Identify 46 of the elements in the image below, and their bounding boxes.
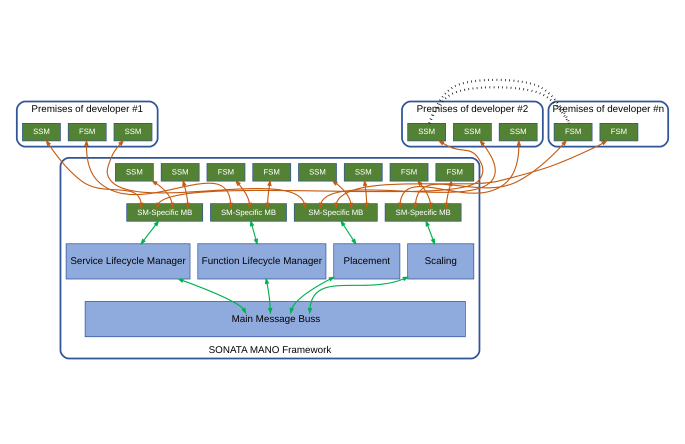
- node-box: Function Lifecycle Manager: [197, 243, 326, 280]
- node-box: Placement: [333, 243, 400, 280]
- node-box: SSM: [344, 163, 383, 182]
- arrow: [340, 220, 357, 246]
- node-box: SSM: [115, 163, 154, 182]
- arrow: [140, 220, 160, 245]
- arrow: [362, 180, 369, 210]
- arrow: [416, 180, 433, 210]
- arrow: [444, 180, 452, 210]
- arrow: [264, 277, 272, 314]
- arrow: [84, 139, 233, 210]
- arrow: [156, 140, 484, 210]
- node-box: Scaling: [407, 243, 474, 280]
- arrow: [151, 180, 174, 210]
- arrow: [182, 179, 190, 210]
- node-box: SSM: [407, 123, 446, 142]
- arrow: [318, 140, 496, 210]
- node-box: SSM: [114, 123, 152, 142]
- arrow: [331, 180, 354, 210]
- node-box: FSM: [390, 163, 428, 182]
- node-box: SSM: [453, 123, 492, 142]
- node-box: FSM: [554, 123, 592, 142]
- node-box: FSM: [435, 163, 474, 182]
- arrow: [265, 180, 272, 210]
- arrow: [46, 140, 144, 210]
- arrow: [234, 180, 252, 210]
- arrow: [426, 220, 436, 246]
- arrow: [334, 140, 608, 210]
- node-box: FSM: [68, 123, 107, 142]
- arrow: [290, 276, 336, 314]
- arrow: [308, 276, 410, 314]
- node-box: SSM: [298, 163, 337, 182]
- connector: [428, 78, 570, 124]
- arrow: [106, 140, 306, 210]
- node-box: Service Lifecycle Manager: [66, 243, 190, 280]
- arrow: [413, 140, 568, 210]
- node-box: Main Message Buss: [84, 301, 466, 338]
- node-box: SSM: [498, 123, 538, 142]
- arrow: [177, 278, 247, 314]
- node-box: FSM: [252, 163, 292, 182]
- arrow: [250, 220, 258, 246]
- node-box: SSM: [22, 123, 61, 142]
- node-box: SSM: [160, 163, 200, 182]
- node-box: FSM: [600, 123, 638, 142]
- node-box: FSM: [206, 163, 246, 182]
- arrow: [398, 139, 522, 210]
